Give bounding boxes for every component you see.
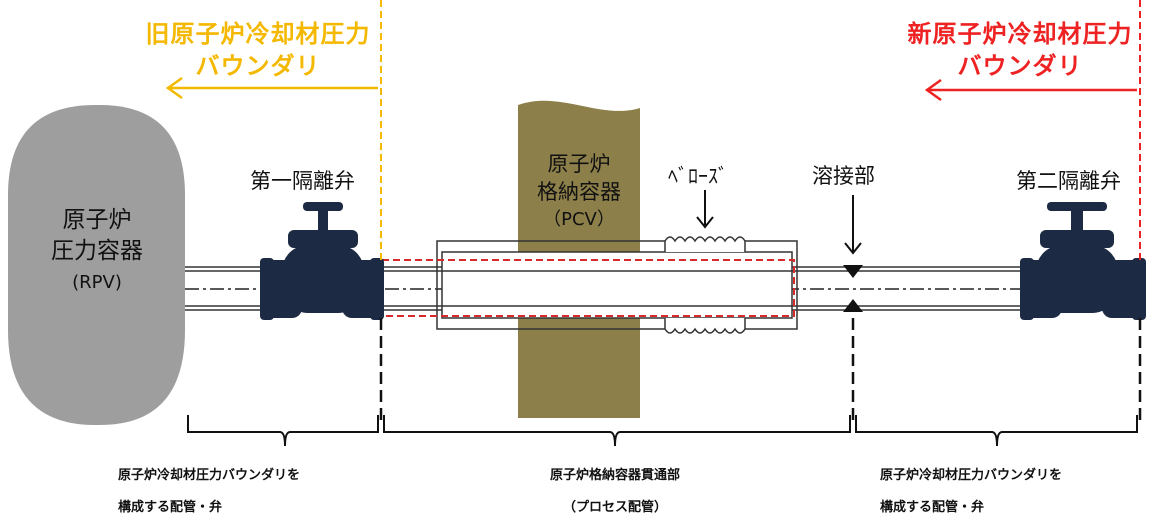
pcv-label: 原子炉 格納容器 （PCV） (518, 150, 640, 234)
caption-left-line2: 構成する配管・弁 (118, 500, 223, 515)
arrow-left-icon (924, 78, 1137, 102)
pcv-label-line1: 原子炉 (547, 152, 611, 176)
old-boundary-title-line2: バウンダリ (195, 52, 321, 80)
caption-left-line1: 原子炉冷却材圧力バウンダリを (118, 468, 301, 483)
section-braces (187, 415, 1138, 447)
caption-left: 原子炉冷却材圧力バウンダリを 構成する配管・弁 (118, 460, 300, 524)
rpv-label-line1: 原子炉 (62, 207, 132, 233)
arrow-down-icon (844, 195, 862, 255)
rpv-label-line2: 圧力容器 (51, 238, 143, 264)
valve-icon (260, 202, 384, 320)
weld-label: 溶接部 (812, 164, 875, 188)
pcv-label-line3: （PCV） (543, 209, 615, 230)
arrow-down-icon (696, 190, 714, 229)
new-boundary-title-line2: バウンダリ (957, 52, 1083, 80)
caption-right-line1: 原子炉冷却材圧力バウンダリを (880, 468, 1063, 483)
weld-marker-icon (843, 265, 863, 312)
rpv-label-line3: (RPV) (72, 272, 122, 293)
arrow-left-icon (165, 76, 378, 100)
bellows-label: ﾍﾞﾛｰｽﾞ (668, 164, 728, 188)
section-divider-lines (379, 318, 1142, 422)
caption-middle: 原子炉格納容器貫通部 （プロセス配管） (495, 460, 735, 524)
caption-right: 原子炉冷却材圧力バウンダリを 構成する配管・弁 (880, 460, 1062, 524)
old-boundary-title-line1: 旧原子炉冷却材圧力 (145, 20, 371, 48)
caption-middle-line2: （プロセス配管） (562, 500, 667, 515)
penetration-sleeve (436, 240, 798, 330)
rpv-vessel (8, 105, 185, 425)
old-boundary-title: 旧原子炉冷却材圧力 バウンダリ (128, 18, 388, 82)
bellows-icon (664, 236, 746, 334)
first-valve-label: 第一隔離弁 (250, 169, 355, 193)
valve-icon (1020, 202, 1146, 320)
new-boundary-title-line1: 新原子炉冷却材圧力 (907, 20, 1133, 48)
pcv-label-line2: 格納容器 (537, 180, 621, 204)
new-boundary-title: 新原子炉冷却材圧力 バウンダリ (890, 18, 1150, 82)
caption-right-line2: 構成する配管・弁 (880, 500, 985, 515)
rpv-label: 原子炉 圧力容器 (RPV) (18, 205, 176, 298)
caption-middle-line1: 原子炉格納容器貫通部 (549, 468, 680, 483)
second-valve-label: 第二隔離弁 (1016, 169, 1121, 193)
